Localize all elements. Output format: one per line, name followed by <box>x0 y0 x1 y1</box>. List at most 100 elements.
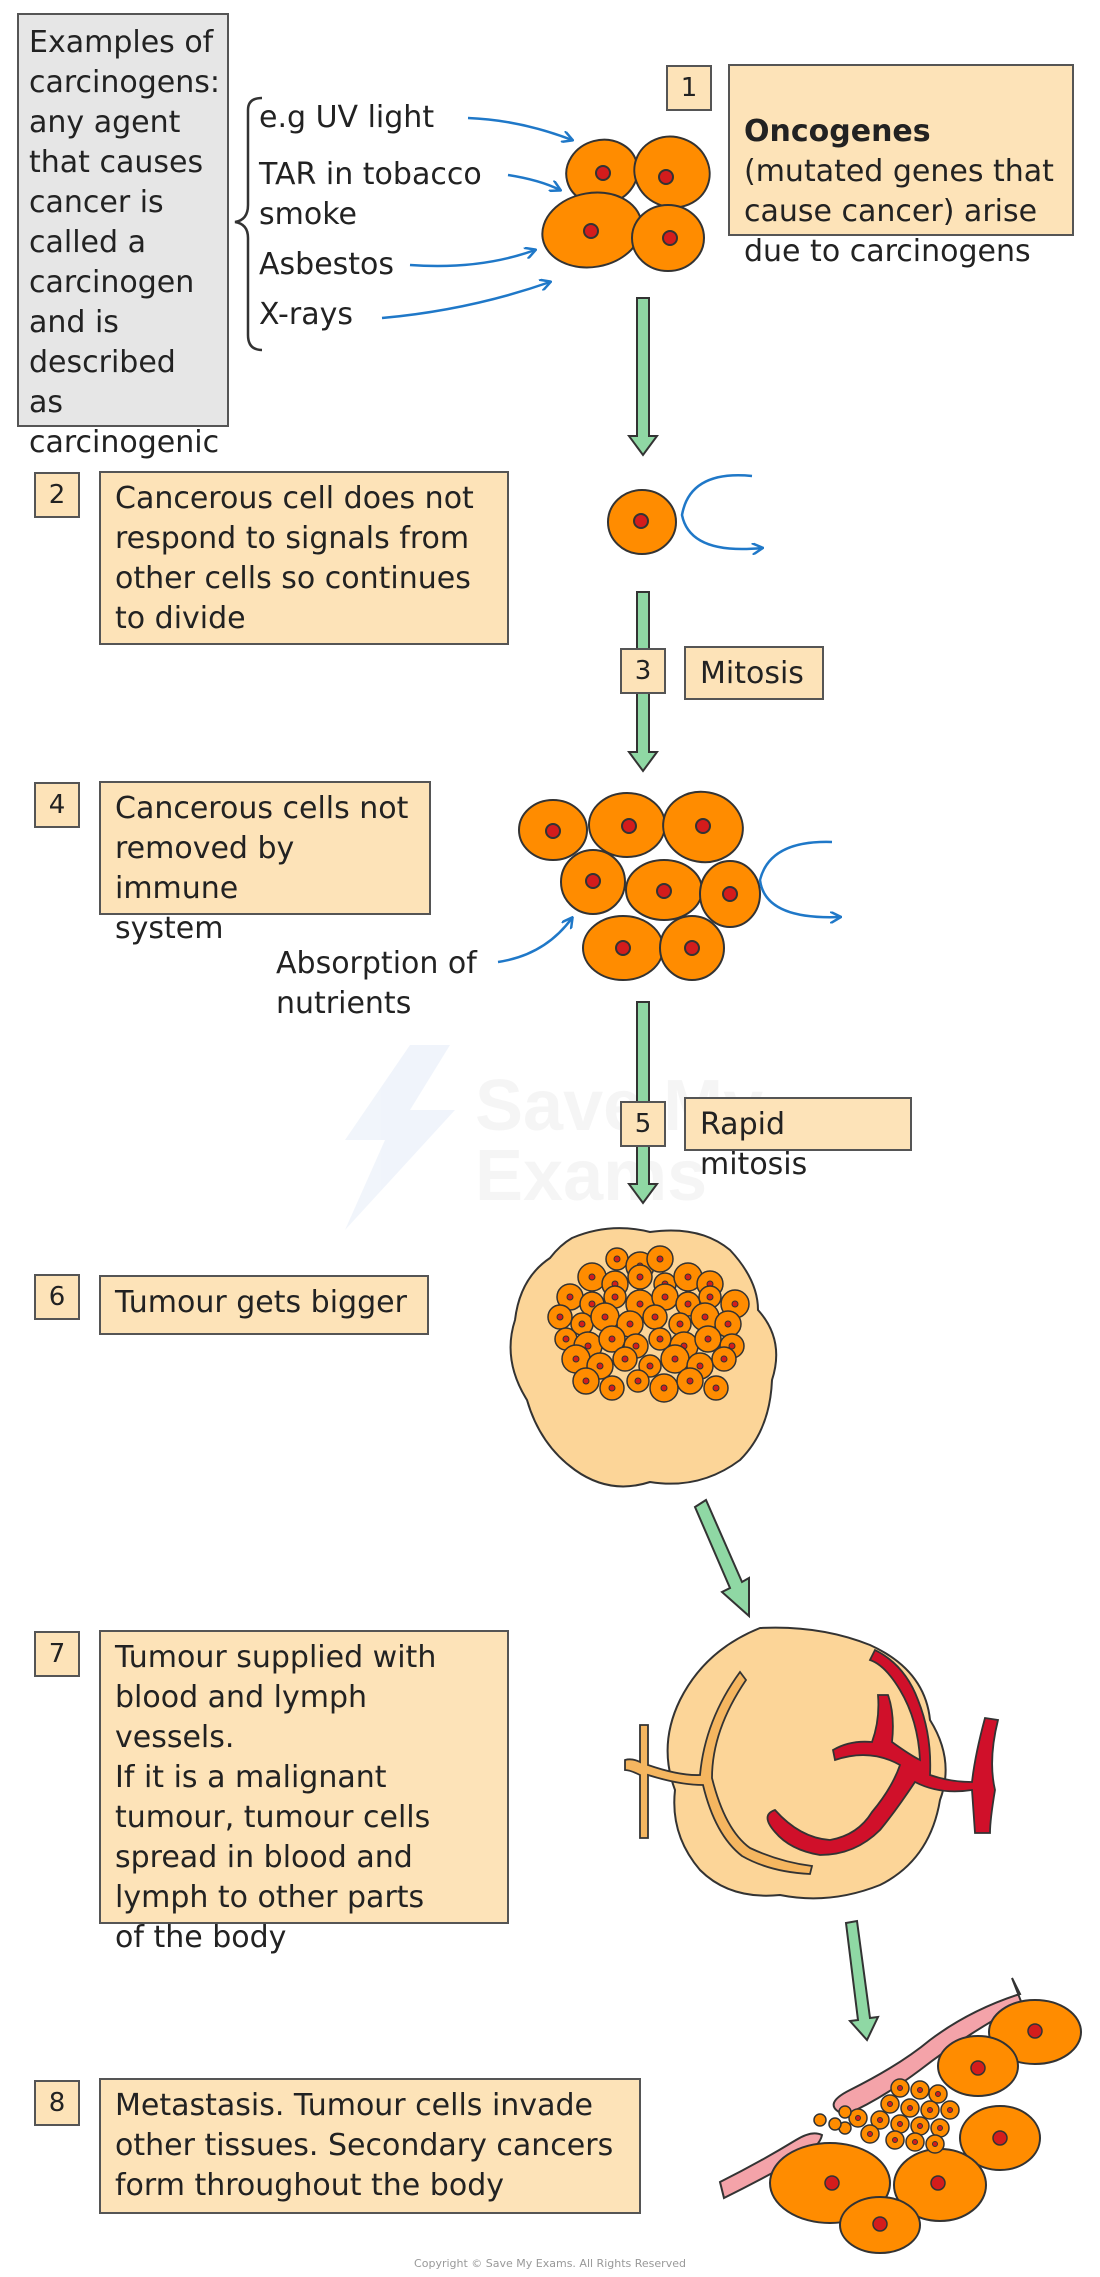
tar-arrow <box>507 173 560 190</box>
metastatic-cell <box>813 2113 827 2127</box>
nucleus <box>656 1335 664 1343</box>
tumour-mass <box>509 1227 778 1488</box>
nucleus <box>917 2123 923 2129</box>
nucleus <box>855 2115 861 2121</box>
example-uv-light: e.g UV light <box>259 100 435 135</box>
carcinogen-definition-box: Examples of carcinogens: any agent that … <box>17 13 229 460</box>
nucleus <box>601 1313 609 1321</box>
nucleus <box>671 1355 679 1363</box>
nucleus <box>636 1273 644 1281</box>
nucleus <box>897 2121 903 2127</box>
nucleus <box>562 1335 570 1343</box>
nucleus <box>588 1300 596 1308</box>
step-1-box: Oncogenes (mutated genes that cause cance… <box>728 64 1074 269</box>
example-tar: TAR in tobacco smoke <box>259 157 482 232</box>
nucleus <box>731 1300 739 1308</box>
step-3-number: 3 <box>620 648 666 694</box>
uv-arrow <box>467 116 572 140</box>
watermark-line-2: Exams <box>475 1136 707 1216</box>
step-3-box: Mitosis <box>684 646 824 700</box>
vascularised-tumour <box>624 1626 1000 1900</box>
nucleus <box>892 2137 898 2143</box>
nucleus <box>613 1255 621 1263</box>
nucleus <box>947 2107 953 2113</box>
nutrient-label: Absorption of nutrients <box>276 946 477 1021</box>
nucleus <box>566 1293 574 1301</box>
step-1-title: Oncogenes <box>744 114 931 149</box>
step-1-number: 1 <box>666 65 712 111</box>
nucleus <box>907 2105 913 2111</box>
nucleus <box>608 1384 616 1392</box>
nucleus <box>927 2107 933 2113</box>
step-4-box: Cancerous cells not removed by immune sy… <box>99 781 431 946</box>
division-curve-2 <box>758 840 840 917</box>
examples-bracket <box>234 96 263 352</box>
step-2-number: 2 <box>34 472 80 518</box>
step-1-text: (mutated genes that cause cancer) arise … <box>744 154 1054 269</box>
arrow-7-to-8 <box>844 1919 880 2042</box>
nucleus <box>611 1293 619 1301</box>
nucleus <box>897 2085 903 2091</box>
nucleus <box>634 1377 642 1385</box>
step-7-number: 7 <box>34 1631 80 1677</box>
step-5-box: Rapid mitosis <box>684 1097 912 1182</box>
nucleus <box>676 1320 684 1328</box>
nucleus <box>588 1273 596 1281</box>
nucleus <box>937 2125 943 2131</box>
nucleus <box>621 1355 629 1363</box>
nucleus <box>578 1320 586 1328</box>
step-7-box: Tumour supplied with blood and lymph ves… <box>99 1630 509 1955</box>
metastasis-scene <box>718 1977 1082 2254</box>
nucleus <box>656 1255 664 1263</box>
nucleus <box>932 2141 938 2147</box>
single-cancer-cell <box>607 489 677 555</box>
step-2-box: Cancerous cell does not respond to signa… <box>99 471 509 645</box>
step-4-number: 4 <box>34 782 80 828</box>
nucleus <box>660 1384 668 1392</box>
step-6-number: 6 <box>34 1274 80 1320</box>
cell-cluster-4 <box>518 790 761 981</box>
tumour-cells <box>547 1245 750 1403</box>
nucleus <box>626 1320 634 1328</box>
nucleus <box>706 1293 714 1301</box>
nucleus <box>877 2117 883 2123</box>
nucleus <box>728 1342 736 1350</box>
nucleus <box>584 1342 592 1350</box>
nucleus <box>646 1362 654 1370</box>
nucleus <box>684 1300 692 1308</box>
nutrient-arrow <box>497 918 572 964</box>
copyright-notice: Copyright © Save My Exams. All Rights Re… <box>414 2257 686 2270</box>
lymph-vessel <box>624 1670 814 1875</box>
nucleus <box>887 2101 893 2107</box>
asbestos-arrow <box>409 250 535 268</box>
nucleus <box>572 1355 580 1363</box>
nucleus <box>724 1320 732 1328</box>
nucleus <box>720 1355 728 1363</box>
nucleus <box>608 1335 616 1343</box>
nucleus <box>636 1300 644 1308</box>
step-5-number: 5 <box>620 1101 666 1147</box>
nucleus <box>684 1273 692 1281</box>
nucleus <box>912 2139 918 2145</box>
metastatic-cell <box>838 2105 852 2119</box>
nucleus <box>704 1335 712 1343</box>
metastatic-cells <box>813 2078 960 2154</box>
step-8-number: 8 <box>34 2080 80 2126</box>
example-asbestos: Asbestos <box>259 247 395 282</box>
metastatic-cell <box>828 2117 842 2131</box>
nucleus <box>935 2091 941 2097</box>
nucleus <box>632 1342 640 1350</box>
nucleus <box>651 1313 659 1321</box>
step-6-box: Tumour gets bigger <box>99 1275 429 1335</box>
example-xrays: X-rays <box>259 297 353 332</box>
step-8-box: Metastasis. Tumour cells invade other ti… <box>99 2078 641 2214</box>
nucleus <box>596 1362 604 1370</box>
nucleus <box>661 1293 669 1301</box>
xray-arrow <box>381 282 550 320</box>
nucleus <box>701 1313 709 1321</box>
nucleus <box>686 1377 694 1385</box>
nucleus <box>696 1362 704 1370</box>
arrow-1-to-2 <box>627 297 659 457</box>
division-curve-1 <box>680 474 762 549</box>
